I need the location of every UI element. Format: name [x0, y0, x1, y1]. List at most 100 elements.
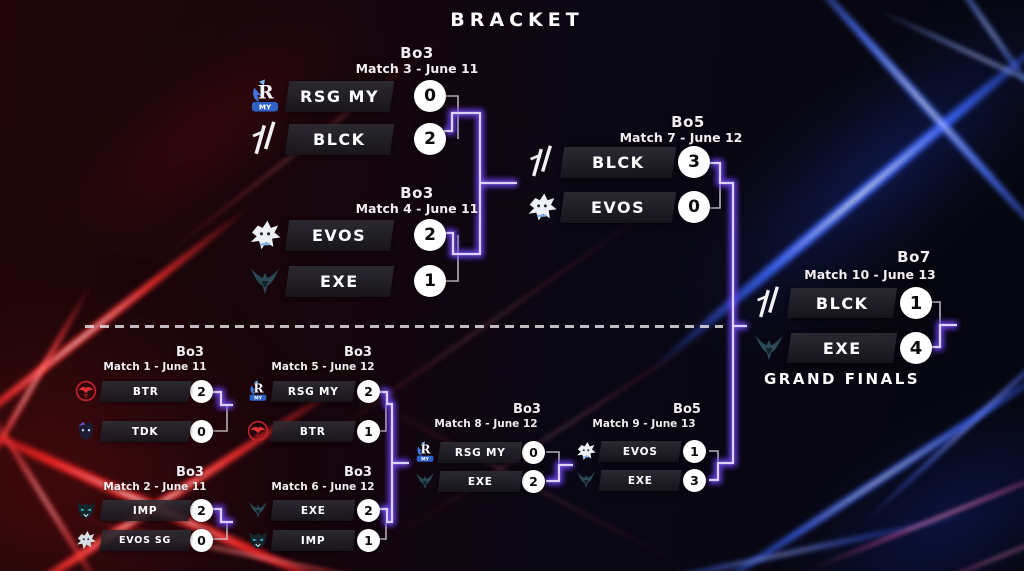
- team-name-plate: EVOS: [598, 440, 682, 462]
- match-format-label: Bo5: [673, 402, 701, 417]
- rsg-my-logo: [413, 440, 437, 464]
- team-name-plate: RSG MY: [270, 380, 356, 402]
- team-name: EVOS: [622, 445, 658, 457]
- team-name: EVOS: [312, 225, 367, 245]
- bracket-title: BRACKET: [450, 9, 584, 31]
- match-date-label: Match 9 - June 13: [592, 418, 696, 430]
- team-name-plate: EXE: [270, 499, 356, 521]
- match-date-label: Match 4 - June 11: [355, 201, 479, 216]
- team-row: EXE 2: [413, 469, 545, 493]
- match-format-label: Bo3: [344, 465, 372, 480]
- team-name: IMP: [300, 534, 326, 546]
- imp-logo: [74, 498, 98, 522]
- team-name-plate: RSG MY: [437, 441, 523, 463]
- match-format-label: Bo3: [400, 184, 434, 202]
- team-name: BLCK: [591, 152, 645, 172]
- exe-logo: [413, 469, 437, 493]
- match-format-label: Bo3: [513, 402, 541, 417]
- team-name-plate: EXE: [437, 470, 523, 492]
- team-row: RSG MY 2: [246, 379, 380, 403]
- team-name: EXE: [467, 475, 493, 487]
- match-date-label: Match 2 - June 11: [103, 481, 207, 493]
- match-date-label: Match 7 - June 12: [619, 130, 743, 145]
- team-name: EVOS SG: [119, 534, 172, 546]
- blue-light-beam: [865, 1, 1024, 119]
- team-name-plate: EVOS SG: [99, 529, 192, 551]
- team-row: BLCK 2: [245, 120, 446, 158]
- team-row: EXE 4: [751, 330, 932, 366]
- team-name: BTR: [132, 385, 159, 397]
- match-date-label: Match 3 - June 11: [355, 61, 479, 76]
- pink-light-beam: [902, 510, 1024, 571]
- team-name-plate: TDK: [99, 420, 192, 442]
- match-format-label: Bo7: [897, 248, 931, 266]
- rsg-my-logo: [245, 77, 285, 115]
- team-row: EXE 1: [245, 262, 446, 300]
- match-format-label: Bo5: [671, 113, 705, 131]
- team-row: RSG MY 0: [413, 440, 545, 464]
- team-row: EXE 2: [246, 498, 380, 522]
- blck-logo: [751, 285, 787, 321]
- team-score-badge: 2: [414, 219, 446, 251]
- team-name-plate: EVOS: [284, 219, 395, 251]
- team-name: BTR: [300, 425, 326, 437]
- team-name: EXE: [300, 504, 326, 516]
- team-name-plate: BLCK: [284, 123, 395, 155]
- exe-logo: [574, 468, 598, 492]
- match-date-label: Match 8 - June 12: [434, 418, 538, 430]
- team-name-plate: BTR: [99, 380, 192, 402]
- team-row: BLCK 3: [524, 144, 710, 180]
- team-score-badge: 2: [190, 498, 213, 522]
- match-format-label: Bo3: [176, 345, 204, 360]
- blue-glow-wash: [554, 0, 1024, 464]
- team-name: RSG MY: [299, 86, 380, 106]
- team-name: EVOS: [590, 197, 646, 217]
- team-score-badge: 1: [414, 265, 446, 297]
- team-row: RSG MY 0: [245, 77, 446, 115]
- team-score-badge: 0: [190, 528, 213, 552]
- pink-light-beam: [795, 452, 1024, 571]
- team-name: TDK: [132, 425, 159, 437]
- team-score-badge: 0: [190, 419, 213, 443]
- team-row: IMP 1: [246, 528, 380, 552]
- team-score-badge: 2: [357, 379, 380, 403]
- btr-logo: [246, 419, 270, 443]
- team-name-plate: RSG MY: [284, 80, 395, 112]
- team-score-badge: 1: [357, 419, 380, 443]
- blck-logo: [245, 120, 285, 158]
- team-name-plate: EVOS: [559, 191, 677, 223]
- team-name: EXE: [320, 271, 359, 291]
- blue-light-beam: [658, 332, 1024, 571]
- team-name: BLCK: [313, 129, 366, 149]
- rsg-my-logo: [246, 379, 270, 403]
- exe-logo: [751, 330, 787, 366]
- match-format-label: Bo3: [400, 44, 434, 62]
- team-name: RSG MY: [287, 385, 339, 397]
- team-score-badge: 1: [357, 528, 380, 552]
- match-date-label: Match 1 - June 11: [103, 361, 207, 373]
- exe-logo: [246, 498, 270, 522]
- team-score-badge: 0: [522, 440, 545, 464]
- team-row: EVOS 1: [574, 439, 706, 463]
- team-row: BTR 1: [246, 419, 380, 443]
- team-score-badge: 1: [683, 439, 706, 463]
- team-row: TDK 0: [74, 419, 213, 443]
- blue-light-beam: [928, 0, 1024, 115]
- evos-sg-logo: [74, 528, 98, 552]
- team-name-plate: EXE: [786, 333, 898, 363]
- team-score-badge: 2: [522, 469, 545, 493]
- team-name-plate: BTR: [270, 420, 356, 442]
- team-name-plate: BLCK: [559, 146, 677, 178]
- team-score-badge: 3: [678, 146, 710, 178]
- btr-logo: [74, 379, 98, 403]
- team-row: EXE 3: [574, 468, 706, 492]
- evos-logo: [524, 189, 560, 225]
- team-name-plate: BLCK: [786, 288, 898, 318]
- team-name: RSG MY: [454, 446, 506, 458]
- team-score-badge: 3: [683, 468, 706, 492]
- blue-light-beam: [573, 506, 987, 571]
- upper-lower-bracket-divider: [85, 325, 723, 328]
- team-row: BLCK 1: [751, 285, 932, 321]
- match-date-label: Match 10 - June 13: [804, 267, 936, 282]
